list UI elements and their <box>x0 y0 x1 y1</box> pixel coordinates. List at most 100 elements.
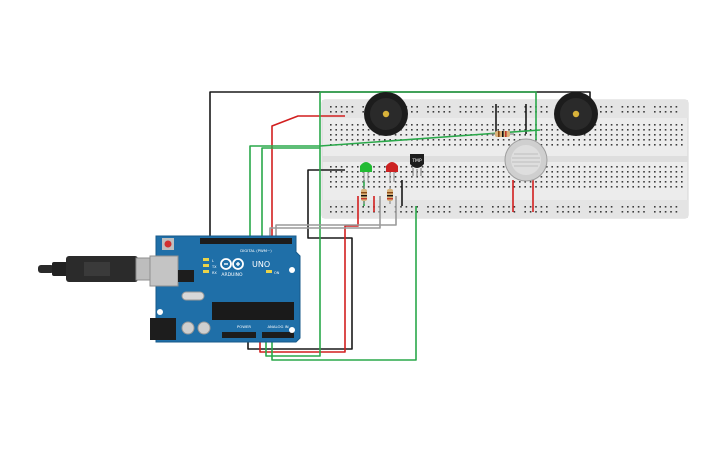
breadboard-hole <box>632 211 634 213</box>
led-rx <box>203 270 209 273</box>
breadboard-hole <box>443 181 445 183</box>
breadboard-hole <box>492 171 494 173</box>
breadboard-hole <box>627 134 629 136</box>
breadboard-hole <box>351 166 354 168</box>
breadboard-hole <box>357 166 359 168</box>
usb-cable-icon[interactable] <box>38 256 159 282</box>
breadboard-hole <box>556 206 559 208</box>
breadboard-hole <box>583 139 586 141</box>
breadboard-hole <box>357 124 359 126</box>
breadboard-hole <box>610 211 613 213</box>
breadboard-hole <box>335 134 337 136</box>
breadboard-hole <box>502 186 505 188</box>
breadboard-hole <box>330 129 332 131</box>
breadboard-hole <box>351 176 354 178</box>
breadboard-hole <box>529 186 532 188</box>
piezo-buzzer-left-icon[interactable] <box>364 92 408 136</box>
breadboard-hole <box>330 206 332 208</box>
breadboard-hole <box>470 206 472 208</box>
breadboard-hole <box>508 144 510 146</box>
breadboard-hole <box>659 129 661 131</box>
breadboard-hole <box>400 171 402 173</box>
breadboard-hole <box>589 166 591 168</box>
breadboard-hole <box>519 134 521 136</box>
wire-gray-a <box>269 196 381 238</box>
breadboard-hole <box>546 211 548 213</box>
gas-sensor-icon[interactable] <box>504 138 548 182</box>
led-green[interactable] <box>360 162 372 182</box>
breadboard-hole <box>546 139 548 141</box>
breadboard-hole <box>470 166 472 168</box>
breadboard-hole <box>438 171 440 173</box>
breadboard-hole <box>340 139 343 141</box>
breadboard-hole <box>378 176 381 178</box>
breadboard-hole <box>470 106 472 108</box>
on-label: ON <box>274 271 280 275</box>
breadboard-hole <box>362 176 364 178</box>
power-label: POWER <box>237 324 251 329</box>
board-model: UNO <box>252 260 270 269</box>
breadboard-hole <box>427 106 429 108</box>
breadboard-hole <box>335 106 337 108</box>
breadboard-hole <box>627 129 629 131</box>
breadboard-hole <box>475 106 478 108</box>
breadboard-hole <box>589 144 591 146</box>
resistor-top[interactable] <box>490 131 514 137</box>
breadboard-hole <box>351 129 354 131</box>
breadboard-hole <box>632 171 634 173</box>
breadboard-hole <box>427 206 429 208</box>
breadboard-hole <box>519 124 521 126</box>
breadboard-hole <box>497 176 499 178</box>
breadboard-hole <box>573 211 575 213</box>
breadboard-hole <box>670 176 672 178</box>
arduino-logo <box>220 258 244 270</box>
breadboard-hole <box>448 106 451 108</box>
breadboard-hole <box>416 144 418 146</box>
breadboard-hole <box>637 211 640 213</box>
breadboard-hole <box>432 171 435 173</box>
breadboard-hole <box>675 106 678 108</box>
breadboard-hole <box>540 181 543 183</box>
resistor-led-2[interactable] <box>387 186 393 204</box>
breadboard-hole <box>475 186 478 188</box>
breadboard-hole <box>492 186 494 188</box>
breadboard-hole <box>362 206 364 208</box>
breadboard-hole <box>346 134 348 136</box>
arduino-board[interactable]: ARDUINO UNO DIGITAL (PWM~) POWER ANALOG … <box>149 235 301 343</box>
breadboard-hole <box>367 211 370 213</box>
breadboard-hole <box>427 171 429 173</box>
breadboard-hole <box>535 181 537 183</box>
breadboard-hole <box>556 166 559 168</box>
wire-black-ground <box>247 169 353 350</box>
breadboard-hole <box>384 139 386 141</box>
breadboard-hole <box>546 144 548 146</box>
breadboard-hole <box>659 111 661 113</box>
breadboard-hole <box>675 111 678 113</box>
breadboard-hole <box>330 186 332 188</box>
breadboard-hole <box>384 211 386 213</box>
breadboard-hole <box>411 144 413 146</box>
breadboard-hole <box>475 139 478 141</box>
breadboard-hole <box>573 166 575 168</box>
breadboard-hole <box>600 111 602 113</box>
breadboard-hole <box>562 186 564 188</box>
led-red[interactable] <box>386 162 398 182</box>
breadboard-hole <box>362 139 364 141</box>
led-l <box>203 258 209 261</box>
breadboard-hole <box>459 211 462 213</box>
breadboard-hole <box>659 144 661 146</box>
breadboard-hole <box>454 176 456 178</box>
breadboard-hole <box>556 176 559 178</box>
breadboard-hole <box>524 134 526 136</box>
breadboard-hole <box>346 176 348 178</box>
temperature-sensor-icon[interactable]: TMP <box>410 154 424 176</box>
breadboard-hole <box>664 181 667 183</box>
breadboard-hole <box>470 171 472 173</box>
breadboard-hole <box>373 171 375 173</box>
breadboard-hole <box>502 171 505 173</box>
piezo-buzzer-right-icon[interactable] <box>554 92 598 136</box>
breadboard-hole <box>465 144 467 146</box>
breadboard-hole <box>508 124 510 126</box>
resistor-led-1[interactable] <box>361 186 367 204</box>
breadboard-hole <box>621 166 624 168</box>
